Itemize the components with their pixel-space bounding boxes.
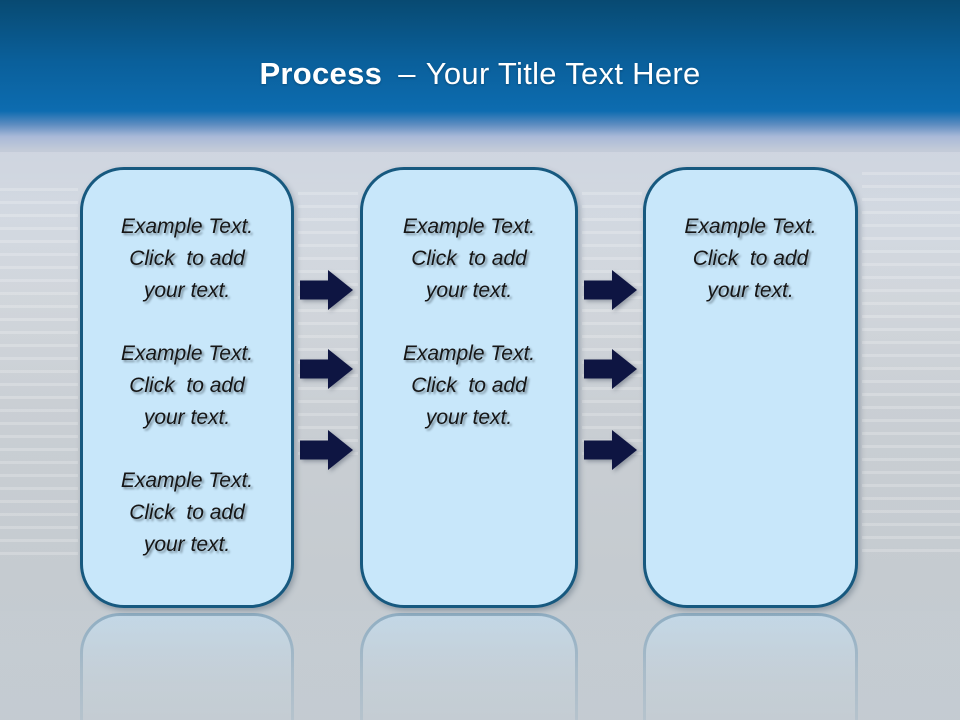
placeholder-text[interactable]: Example Text. Click to add your text. [684,215,817,302]
background-texture-panel [582,192,642,464]
background-texture-panel [862,172,960,560]
placeholder-text[interactable]: Example Text. Click to add your text. [402,215,536,302]
right-arrow-shape [300,430,353,470]
background-texture-panel [0,188,78,560]
process-step-box-3[interactable]: Example Text. Click to add your text. [643,167,858,608]
title-separator: – [398,56,416,91]
right-arrow-shape [300,349,353,389]
right-arrow-icon[interactable] [300,270,353,310]
title-band: Process–Your Title Text Here [0,0,960,150]
right-arrow-shape [300,270,353,310]
process-step-box-2[interactable]: Example Text. Click to add your text. Ex… [360,167,578,608]
right-arrow-icon[interactable] [300,430,353,470]
right-arrow-shape [584,349,637,389]
process-step-3-content: Example Text. Click to add your text. [646,170,855,307]
right-arrow-shape [584,270,637,310]
process-step-2-content: Example Text. Click to add your text. Ex… [363,170,575,434]
process-step-1-content: Example Text. Click to add your text. Ex… [83,170,291,561]
placeholder-text[interactable]: Example Text. Click to add your text. [402,342,536,429]
right-arrow-icon[interactable] [584,349,637,389]
box-reflection [80,613,294,720]
box-reflection [360,613,578,720]
placeholder-text[interactable]: Example Text. Click to add your text. [120,469,254,556]
box-reflection [643,613,858,720]
placeholder-text[interactable]: Example Text. Click to add your text. [120,342,254,429]
right-arrow-shape [584,430,637,470]
placeholder-text[interactable]: Example Text. Click to add your text. [120,215,254,302]
right-arrow-icon[interactable] [584,430,637,470]
title-primary: Process [259,56,383,91]
process-step-box-1[interactable]: Example Text. Click to add your text. Ex… [80,167,294,608]
right-arrow-icon[interactable] [584,270,637,310]
background-texture-panel [298,192,358,464]
title-secondary: Your Title Text Here [425,56,701,91]
page-title[interactable]: Process–Your Title Text Here [0,52,960,96]
right-arrow-icon[interactable] [300,349,353,389]
